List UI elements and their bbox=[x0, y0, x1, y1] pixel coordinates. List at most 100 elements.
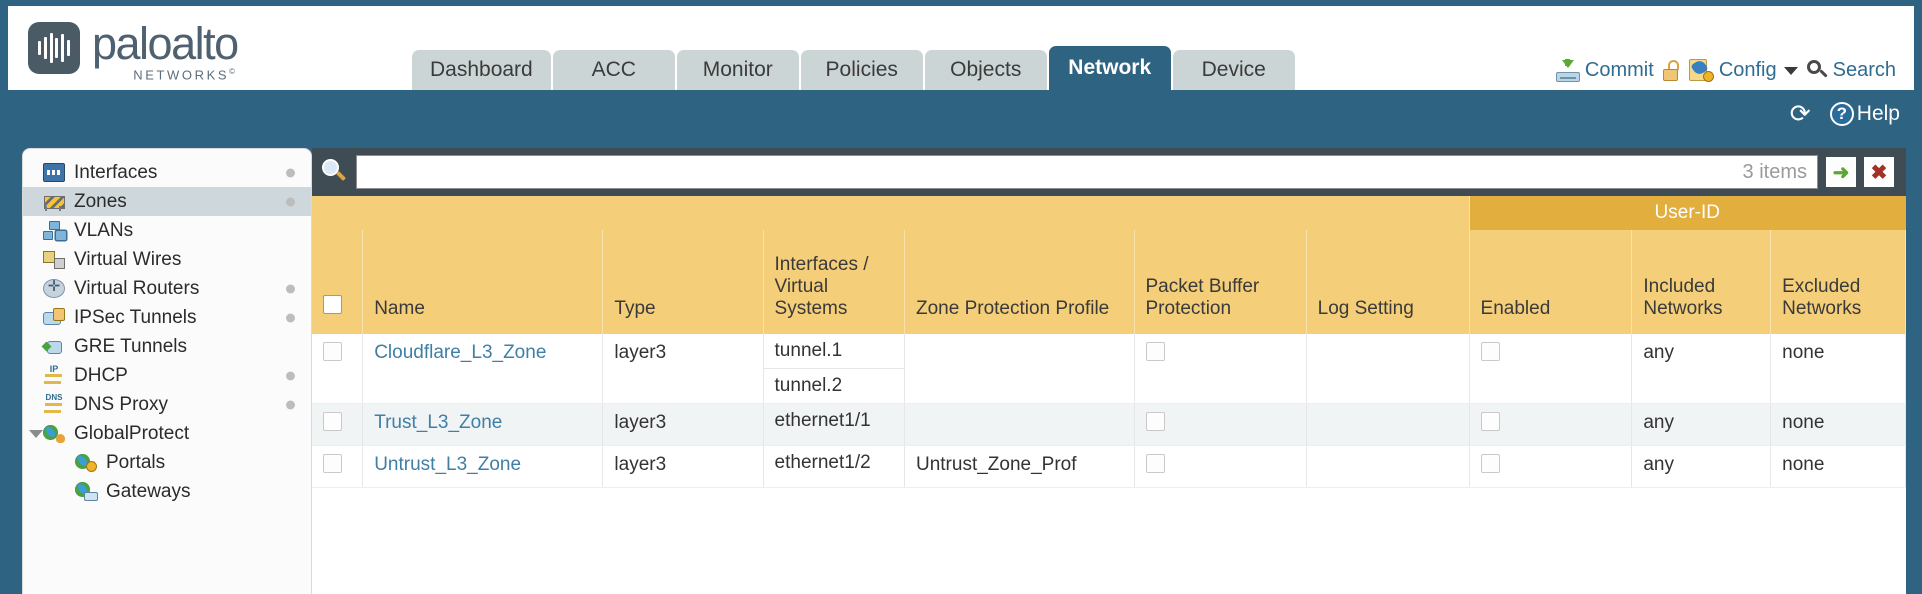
packet-buffer-protection-checkbox[interactable] bbox=[1145, 454, 1165, 473]
ipsec-tunnels-icon bbox=[43, 308, 65, 327]
packet-buffer-protection-checkbox[interactable] bbox=[1145, 412, 1165, 431]
sidebar-item-label: IPSec Tunnels bbox=[74, 306, 197, 328]
column-header-enabled[interactable]: Enabled bbox=[1469, 230, 1633, 334]
column-header-log-setting[interactable]: Log Setting bbox=[1306, 230, 1470, 334]
zone-name-cell: Trust_L3_Zone bbox=[362, 403, 604, 446]
sidebar-item-globalprotect[interactable]: GlobalProtect bbox=[23, 419, 311, 448]
expand-triangle-icon[interactable] bbox=[29, 429, 43, 438]
sidebar-item-virtual-wires[interactable]: Virtual Wires bbox=[23, 245, 311, 274]
zone-name-link[interactable]: Cloudflare_L3_Zone bbox=[374, 342, 547, 363]
sidebar-item-label: VLANs bbox=[74, 219, 134, 241]
search-icon bbox=[1806, 60, 1828, 81]
status-dot-icon bbox=[286, 168, 295, 177]
included-networks-cell: any bbox=[1631, 445, 1772, 488]
column-header-included-networks[interactable]: Included Networks bbox=[1631, 230, 1772, 334]
userid-enabled-checkbox[interactable] bbox=[1480, 454, 1500, 473]
userid-enabled-checkbox[interactable] bbox=[1480, 412, 1500, 431]
tab-acc[interactable]: ACC bbox=[552, 50, 675, 90]
select-all-header bbox=[312, 230, 364, 334]
column-header-excluded-networks[interactable]: Excluded Networks bbox=[1770, 230, 1906, 334]
chevron-down-icon bbox=[1783, 66, 1798, 75]
group-header-userid: User-ID bbox=[1469, 196, 1906, 230]
zone-interfaces-cell: ethernet1/2 bbox=[763, 445, 905, 488]
sidebar-item-zones[interactable]: Zones bbox=[23, 187, 311, 216]
zone-protection-profile-cell bbox=[904, 403, 1135, 446]
refresh-icon[interactable]: ⟳ bbox=[1789, 100, 1811, 128]
zone-name-link[interactable]: Trust_L3_Zone bbox=[374, 412, 503, 433]
help-label: Help bbox=[1856, 102, 1900, 125]
tab-policies[interactable]: Policies bbox=[800, 50, 923, 90]
row-select-cell bbox=[312, 403, 364, 446]
row-select-cell bbox=[312, 334, 364, 404]
sidebar-item-dns-proxy[interactable]: DNS Proxy bbox=[23, 390, 311, 419]
sidebar-item-dhcp[interactable]: DHCP bbox=[23, 361, 311, 390]
search-button[interactable]: Search bbox=[1806, 59, 1896, 82]
unlock-icon[interactable] bbox=[1662, 60, 1680, 81]
clear-filter-button[interactable]: ✖ bbox=[1864, 157, 1894, 187]
help-button[interactable]: ? Help bbox=[1829, 102, 1900, 126]
gateways-icon bbox=[75, 482, 98, 501]
sidebar-item-gre-tunnels[interactable]: GRE Tunnels bbox=[23, 332, 311, 361]
tab-device[interactable]: Device bbox=[1172, 50, 1295, 90]
sidebar-item-label: Zones bbox=[74, 190, 127, 212]
sidebar-item-interfaces[interactable]: Interfaces bbox=[23, 158, 311, 187]
sidebar-item-ipsec-tunnels[interactable]: IPSec Tunnels bbox=[23, 303, 311, 332]
item-count-label: 3 items bbox=[1742, 160, 1807, 183]
zones-icon bbox=[43, 192, 65, 211]
row-select-checkbox[interactable] bbox=[323, 342, 342, 361]
config-wrench-icon bbox=[1688, 58, 1714, 82]
select-all-checkbox[interactable] bbox=[323, 295, 342, 314]
search-input-wrapper[interactable]: 3 items bbox=[356, 155, 1818, 189]
interface-entry: tunnel.2 bbox=[774, 375, 843, 396]
help-question-icon: ? bbox=[1829, 102, 1854, 126]
globalprotect-icon bbox=[43, 424, 65, 443]
sidebar-item-label: Virtual Wires bbox=[74, 248, 182, 270]
tab-network[interactable]: Network bbox=[1048, 46, 1171, 90]
packet-buffer-protection-checkbox[interactable] bbox=[1145, 342, 1165, 361]
excluded-networks-cell: none bbox=[1770, 334, 1906, 404]
commit-button[interactable]: Commit bbox=[1555, 58, 1654, 82]
userid-enabled-cell bbox=[1469, 403, 1633, 446]
vlans-icon bbox=[43, 221, 65, 240]
userid-enabled-cell bbox=[1469, 445, 1633, 488]
column-header-interfaces-virtual-systems[interactable]: Interfaces / Virtual Systems bbox=[763, 230, 905, 334]
sidebar-item-label: Interfaces bbox=[74, 161, 158, 183]
log-setting-cell bbox=[1306, 403, 1470, 446]
portals-icon bbox=[75, 453, 97, 472]
column-header-type[interactable]: Type bbox=[602, 230, 764, 334]
sidebar-item-portals[interactable]: Portals bbox=[23, 448, 311, 477]
row-select-checkbox[interactable] bbox=[323, 454, 342, 473]
status-dot-icon bbox=[286, 284, 295, 293]
row-select-checkbox[interactable] bbox=[323, 412, 342, 431]
userid-enabled-checkbox[interactable] bbox=[1480, 342, 1500, 361]
tab-dashboard[interactable]: Dashboard bbox=[412, 50, 551, 90]
tab-objects[interactable]: Objects bbox=[924, 50, 1047, 90]
row-select-cell bbox=[312, 445, 364, 488]
sidebar-item-vlans[interactable]: VLANs bbox=[23, 216, 311, 245]
dhcp-icon bbox=[43, 364, 65, 385]
zone-name-cell: Untrust_L3_Zone bbox=[362, 445, 604, 488]
search-label: Search bbox=[1832, 59, 1896, 81]
sidebar-item-label: GRE Tunnels bbox=[74, 335, 187, 357]
column-header-name[interactable]: Name bbox=[362, 230, 604, 334]
column-header-zone-protection-profile[interactable]: Zone Protection Profile bbox=[904, 230, 1135, 334]
zone-name-link[interactable]: Untrust_L3_Zone bbox=[374, 454, 522, 475]
column-header-packet-buffer-protection[interactable]: Packet Buffer Protection bbox=[1134, 230, 1307, 334]
sidebar-item-virtual-routers[interactable]: Virtual Routers bbox=[23, 274, 311, 303]
log-setting-cell bbox=[1306, 445, 1470, 488]
apply-filter-button[interactable]: ➜ bbox=[1826, 157, 1856, 187]
sidebar-item-label: Virtual Routers bbox=[74, 277, 200, 299]
tab-monitor[interactable]: Monitor bbox=[676, 50, 799, 90]
sidebar-item-gateways[interactable]: Gateways bbox=[23, 477, 311, 506]
config-menu[interactable]: Config bbox=[1688, 58, 1798, 82]
zone-protection-profile-cell: Untrust_Zone_Prof bbox=[904, 445, 1135, 488]
